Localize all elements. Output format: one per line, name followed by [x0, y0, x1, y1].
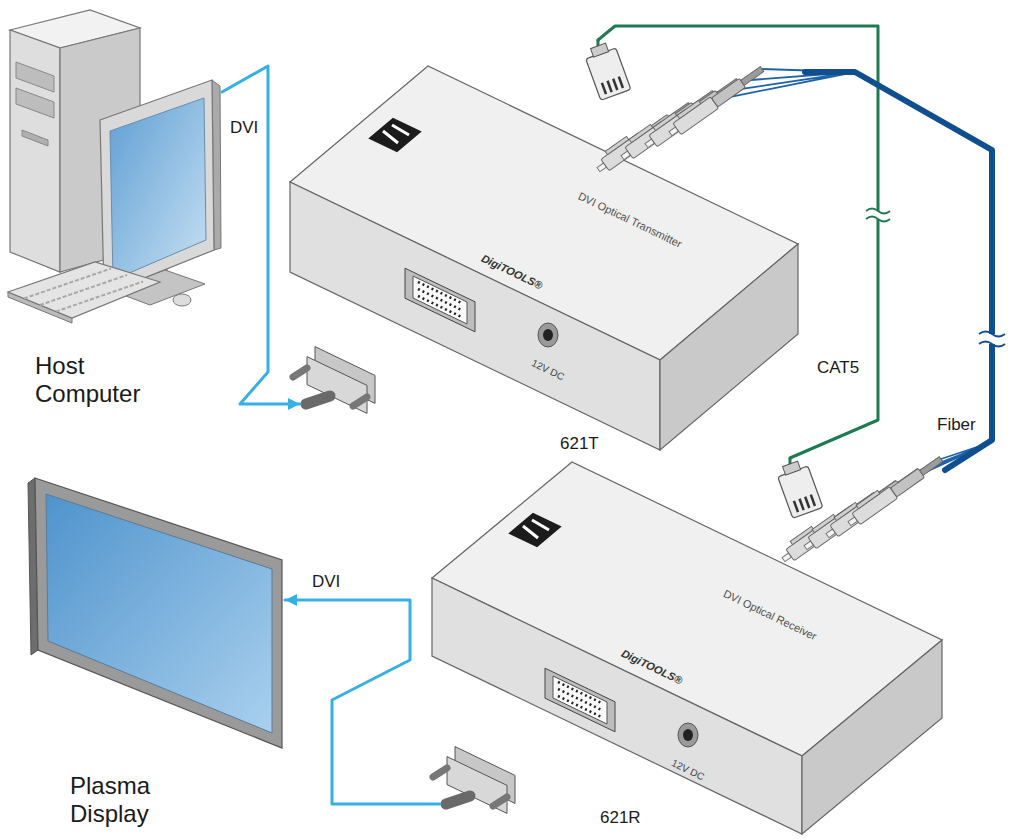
brand-logo [368, 118, 421, 152]
cable-break [982, 334, 1002, 344]
display-node: Plasma Display [30, 470, 285, 838]
plasma-screen [28, 478, 282, 748]
power-jack [683, 729, 693, 741]
power-jack [678, 723, 698, 747]
rj45-plug [775, 458, 823, 518]
brand-logo [508, 513, 561, 547]
cable-label: DVI [310, 572, 342, 592]
rj45-plug [775, 458, 823, 518]
dvi-plug [447, 757, 507, 814]
brand-logo [368, 118, 421, 152]
cat5-cable [598, 26, 878, 458]
rj45-plug [586, 48, 631, 100]
transmitter-box [290, 182, 660, 450]
dvi-plug [433, 768, 447, 777]
dvi-socket [545, 668, 615, 732]
dvi-plug [446, 796, 470, 804]
dvi-plug [306, 396, 330, 404]
transmitter-node: 621T DigiTOOLS® DVI Optical Transmitter 12V… [300, 40, 805, 455]
dvi-plug [433, 747, 515, 814]
brand-logo [523, 520, 549, 538]
dvi-plug [307, 357, 367, 414]
cable-break [979, 332, 1005, 347]
brand-logo [508, 513, 561, 547]
node-label: Host Computer [35, 352, 170, 407]
rj45-plug [583, 40, 631, 100]
dvi-plug [493, 797, 507, 806]
dvi-plug [293, 368, 307, 377]
dvi-plug [353, 397, 367, 406]
cable-label: CAT5 [815, 358, 861, 378]
rj45-plug [794, 495, 815, 512]
power-label: 12V DC [670, 757, 707, 783]
computer-tower [22, 130, 48, 146]
receiver-box [802, 640, 942, 834]
power-label: 12V DC [530, 357, 567, 383]
dvi-socket [553, 676, 607, 724]
computer-tower [10, 30, 60, 272]
cable-break [866, 209, 890, 222]
computer-node: Host Computer [5, 5, 222, 420]
brand-logo [383, 125, 409, 143]
computer-monitor [110, 98, 206, 280]
node-label: 621R [600, 808, 641, 828]
dvi-plug [293, 347, 375, 414]
power-jack [543, 329, 553, 341]
cable-break [869, 211, 887, 219]
power-jack [678, 723, 698, 747]
cable-break [866, 209, 890, 222]
fiber-cable [805, 72, 992, 470]
panel-text: DVI Optical Transmitter [576, 190, 684, 251]
dvi-socket [405, 268, 475, 332]
node-label: 621T [560, 434, 599, 454]
rj45-plug [778, 466, 823, 518]
computer-tower [16, 88, 54, 118]
power-jack [538, 323, 558, 347]
rj45-plug [583, 40, 631, 100]
dvi-cable [285, 600, 440, 804]
transmitter-box [290, 66, 798, 450]
keyboard [24, 269, 143, 312]
cable-label: DVI [228, 118, 260, 138]
dvi-socket [418, 282, 462, 317]
fiber-plug [592, 60, 766, 175]
dvi-socket [558, 682, 602, 717]
receiver-box [432, 578, 802, 834]
keyboard [8, 262, 191, 323]
brand-text: DigiTOOLS® [619, 647, 684, 687]
fiber-plug [777, 450, 945, 565]
dvi-socket [405, 268, 475, 332]
fiber-plug [664, 60, 766, 139]
fiber-plug [843, 450, 945, 529]
power-jack [538, 323, 558, 347]
transmitter-box [660, 244, 798, 450]
dvi-socket [545, 668, 615, 732]
dvi-socket [413, 276, 467, 324]
plasma-screen [46, 494, 272, 733]
computer-tower [16, 62, 54, 92]
receiver-node: 621R DigiTOOLS® DVI Optical Receiver 12V DC [440, 458, 945, 838]
plasma-screen [35, 478, 282, 748]
cable-label: Fiber [935, 415, 978, 435]
keyboard [173, 294, 191, 306]
panel-text: DVI Optical Receiver [721, 587, 818, 643]
rj45-plug [783, 461, 801, 475]
cable-break [979, 332, 1005, 347]
brand-text: DigiTOOLS® [479, 252, 544, 292]
dvi-cable [222, 66, 300, 404]
computer-monitor [100, 80, 214, 294]
keyboard [8, 262, 160, 318]
node-label: Plasma Display [70, 772, 205, 827]
rj45-plug [602, 77, 623, 94]
rj45-plug [591, 43, 609, 57]
